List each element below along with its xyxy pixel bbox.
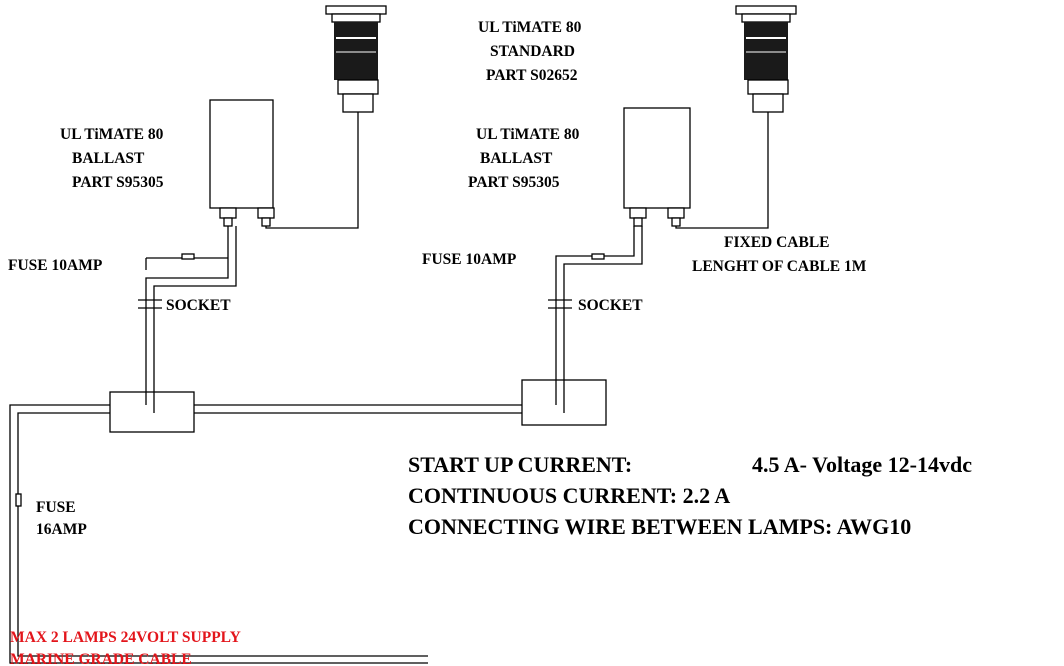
supply-fuse-label-1: FUSE: [36, 499, 76, 516]
left-ballast-box: [209, 99, 274, 209]
right-lamp-assembly: [548, 5, 797, 413]
right-fuse-symbol: [591, 253, 605, 260]
standard-label-2: STANDARD: [490, 43, 575, 60]
right-socket-symbol: [548, 299, 572, 309]
left-socket-label: SOCKET: [166, 297, 231, 314]
supply-fuse-label-2: 16AMP: [36, 521, 87, 538]
left-ballast-label-1: UL TiMATE 80: [60, 126, 164, 143]
left-fuse-label: FUSE 10AMP: [8, 257, 103, 274]
right-ballast-label-2: BALLAST: [480, 150, 553, 167]
right-ballast-label-3: PART S95305: [468, 174, 560, 191]
right-ballast-label-1: UL TiMATE 80: [476, 126, 580, 143]
standard-label-1: UL TiMATE 80: [478, 19, 582, 36]
fixed-cable-label-1: FIXED CABLE: [724, 234, 830, 251]
right-socket-label: SOCKET: [578, 297, 643, 314]
left-lamp-fixture: [325, 5, 387, 113]
left-socket-symbol: [138, 299, 162, 309]
left-lamp-assembly: [138, 5, 387, 413]
left-ballast-label-2: BALLAST: [72, 150, 145, 167]
junction-box-left: [109, 391, 195, 433]
supply-fuse-symbol: [15, 493, 22, 507]
connecting-wire-spec: CONNECTING WIRE BETWEEN LAMPS: AWG10: [408, 514, 911, 539]
supply-note-1: MAX 2 LAMPS 24VOLT SUPPLY: [10, 629, 241, 646]
standard-label-3: PART S02652: [486, 67, 578, 84]
startup-current-label: START UP CURRENT:: [408, 452, 632, 477]
continuous-current: CONTINUOUS CURRENT: 2.2 A: [408, 483, 730, 508]
left-ballast-label-3: PART S95305: [72, 174, 164, 191]
supply-note-2: MARINE GRADE CABLE: [10, 651, 192, 666]
left-fuse-symbol: [181, 253, 195, 260]
right-fuse-label: FUSE 10AMP: [422, 251, 517, 268]
right-lamp-fixture: [735, 5, 797, 113]
fixed-cable-label-2: LENGHT OF CABLE 1M: [692, 258, 867, 275]
supply-cable: [9, 404, 522, 664]
startup-current-value: 4.5 A- Voltage 12-14vdc: [752, 452, 972, 477]
right-ballast-box: [623, 107, 691, 209]
